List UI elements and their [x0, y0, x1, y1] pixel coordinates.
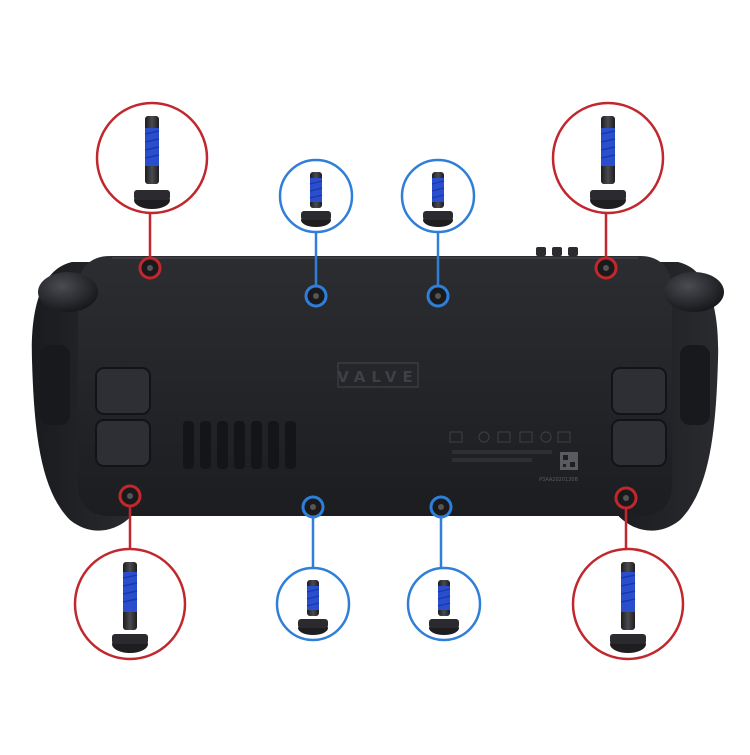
- right-thumbstick: [664, 272, 724, 312]
- short-screw-callout-bottom-left: [275, 566, 351, 642]
- back-button-r5: [611, 419, 667, 467]
- connector-lines: [128, 210, 628, 568]
- device-back: VALVE P3AA2020130B: [31, 247, 724, 531]
- back-button-l4: [95, 367, 151, 415]
- back-button-l5: [95, 419, 151, 467]
- short-screw-callout-top-right: [400, 158, 476, 234]
- left-thumbstick: [38, 272, 98, 312]
- regulatory-marks: [449, 431, 571, 443]
- short-screw-callout-top-left: [278, 158, 354, 234]
- long-screw-callout-bottom-left: [73, 547, 187, 661]
- long-screw-callout-top-right: [551, 101, 665, 215]
- long-screw-callout-bottom-right: [571, 547, 685, 661]
- qr-code: [560, 452, 578, 470]
- brand-logo: VALVE: [337, 368, 419, 386]
- vent-grille: [183, 421, 296, 469]
- back-button-r4: [611, 367, 667, 415]
- short-screw-callout-bottom-right: [406, 566, 482, 642]
- back-plate: [78, 256, 672, 516]
- serial-label: P3AA2020130B: [539, 477, 578, 483]
- long-screw-callout-top-left: [95, 101, 209, 215]
